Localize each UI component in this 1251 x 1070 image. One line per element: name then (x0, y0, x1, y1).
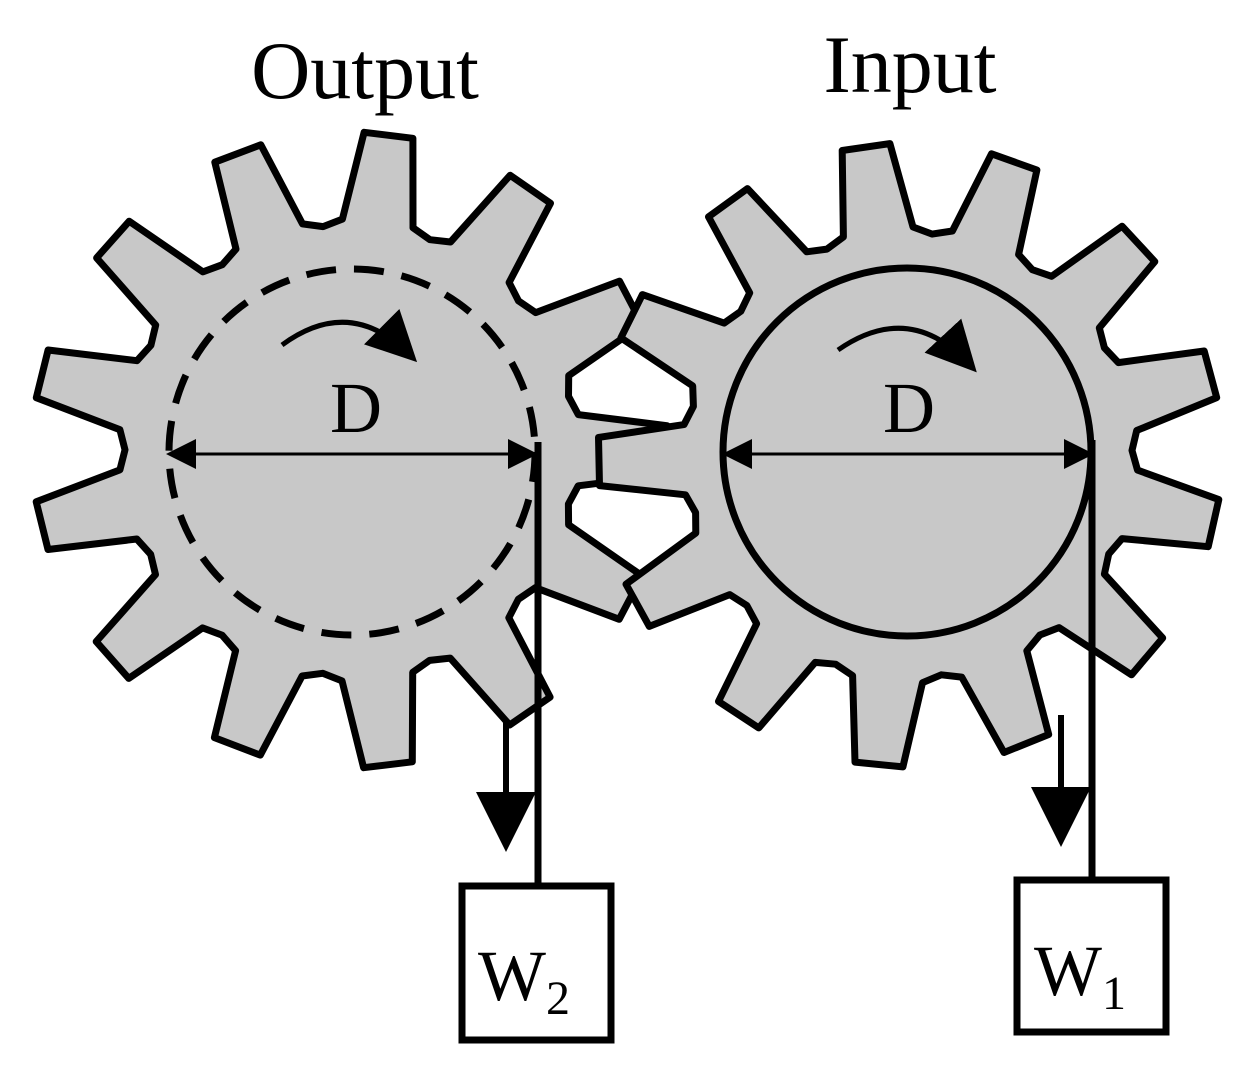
weight-w2: W2 (458, 882, 615, 1044)
weight-w1: W1 (1013, 876, 1170, 1036)
output-gear-title: Output (251, 25, 479, 116)
weight-w1-box (1013, 876, 1170, 1036)
input-gear: D (595, 140, 1223, 771)
output-gear-body (32, 128, 671, 772)
weight-w1-label: W1 (1034, 931, 1126, 1020)
output-diameter-label: D (330, 368, 382, 448)
input-rotation-arrow (836, 318, 977, 373)
weight-w2-box (458, 882, 615, 1044)
output-rotation-arrow (280, 309, 418, 363)
input-gear-title: Input (823, 19, 996, 110)
weight-w2-label: W2 (478, 936, 570, 1025)
input-diameter-label: D (883, 368, 935, 448)
output-gear: D (32, 128, 671, 772)
